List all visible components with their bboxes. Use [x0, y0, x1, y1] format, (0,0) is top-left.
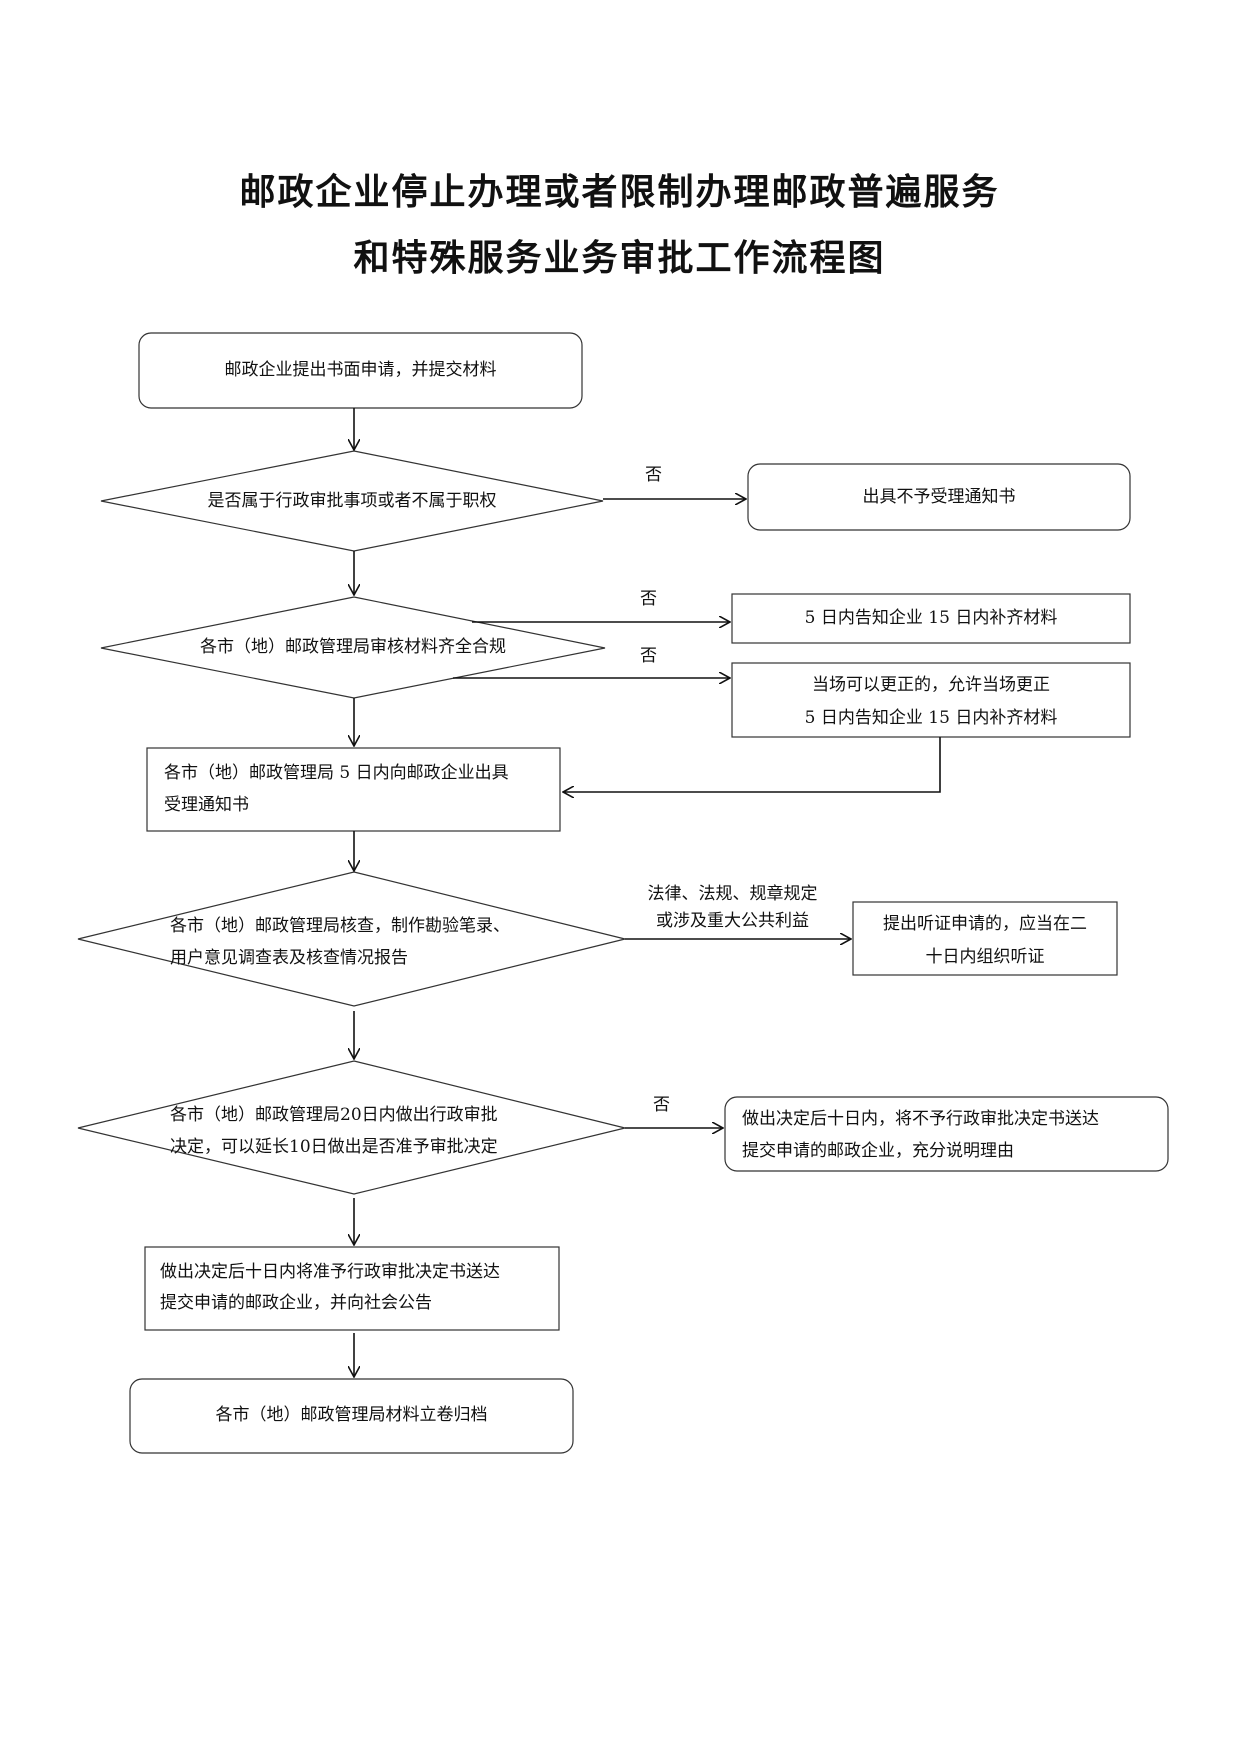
- d3-branch-label-1: 法律、法规、规章规定: [647, 884, 818, 904]
- edge-label-no-1: 否: [645, 465, 662, 485]
- hearing-label-1: 提出听证申请的，应当在二: [883, 914, 1087, 934]
- acceptance-label-2: 受理通知书: [164, 795, 249, 815]
- reject-box: [747, 463, 1131, 531]
- correction-label-1: 当场可以更正的，允许当场更正: [812, 675, 1050, 695]
- arrow-correction-back: [563, 737, 941, 792]
- end-label: 各市（地）邮政管理局材料立卷归档: [215, 1405, 488, 1425]
- d3-label-1: 各市（地）邮政管理局核查，制作勘验笔录、: [170, 916, 510, 936]
- start-label: 邮政企业提出书面申请，并提交材料: [224, 360, 497, 380]
- reject-label: 出具不予受理通知书: [862, 487, 1016, 507]
- d2-label: 各市（地）邮政管理局审核材料齐全合规: [200, 637, 506, 657]
- d1-label: 是否属于行政审批事项或者不属于职权: [207, 491, 497, 511]
- edge-label-no-3: 否: [640, 646, 657, 666]
- approve-box: [144, 1246, 560, 1331]
- start-box: [138, 332, 583, 409]
- disapprove-label-2: 提交申请的邮政企业，充分说明理由: [742, 1141, 1014, 1161]
- disapprove-box: [724, 1096, 1169, 1172]
- acceptance-label-1: 各市（地）邮政管理局 5 日内向邮政企业出具: [164, 763, 509, 783]
- d4-label-1: 各市（地）邮政管理局20日内做出行政审批: [170, 1105, 498, 1125]
- disapprove-label-1: 做出决定后十日内，将不予行政审批决定书送达: [742, 1109, 1099, 1129]
- correction-box: [731, 662, 1131, 738]
- d4-label-2: 决定，可以延长10日做出是否准予审批决定: [170, 1137, 498, 1157]
- hearing-box: [852, 901, 1118, 976]
- hearing-label-2: 十日内组织听证: [925, 947, 1045, 967]
- supplement-box: [731, 593, 1131, 644]
- correction-label-2: 5 日内告知企业 15 日内补齐材料: [804, 708, 1058, 728]
- d3-branch-label-2: 或涉及重大公共利益: [656, 911, 809, 931]
- edge-label-no-2: 否: [640, 589, 657, 609]
- decision-verification: [77, 871, 626, 1007]
- d3-label-2: 用户意见调查表及核查情况报告: [170, 948, 408, 968]
- approve-label-2: 提交申请的邮政企业，并向社会公告: [160, 1293, 432, 1313]
- decision-approval: [77, 1060, 626, 1195]
- end-box: [129, 1378, 574, 1454]
- page-title-line1: 邮政企业停止办理或者限制办理邮政普遍服务: [239, 172, 1000, 213]
- edge-label-no-4: 否: [653, 1095, 670, 1115]
- approve-label-1: 做出决定后十日内将准予行政审批决定书送达: [160, 1262, 500, 1282]
- supplement-label: 5 日内告知企业 15 日内补齐材料: [804, 608, 1058, 628]
- page-title-line2: 和特殊服务业务审批工作流程图: [353, 238, 886, 279]
